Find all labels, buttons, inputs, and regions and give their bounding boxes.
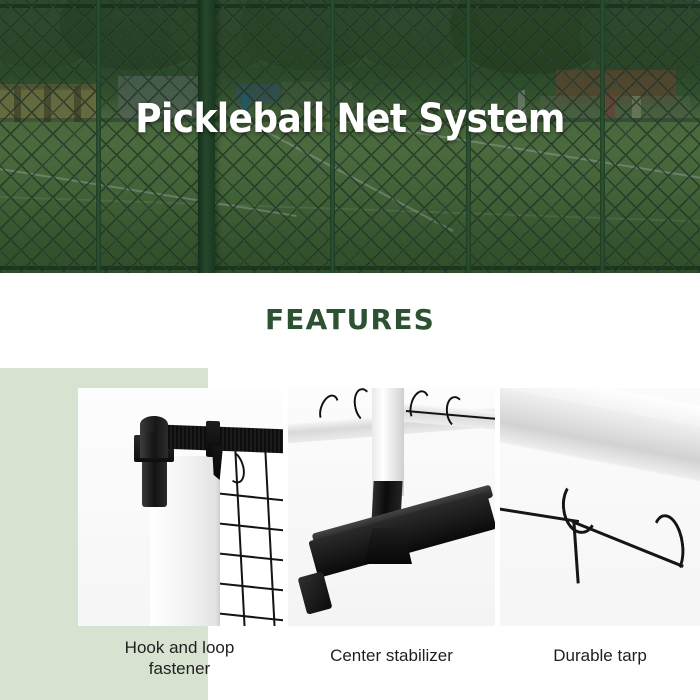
post-cap-icon	[140, 416, 168, 433]
feature-caption-durable-tarp: Durable tarp	[553, 646, 647, 665]
strap-tail	[212, 446, 223, 480]
page-title: Pickleball Net System	[135, 96, 565, 142]
net-mesh-area	[220, 448, 283, 626]
fence-post-main	[198, 0, 215, 273]
caption-line-1: Hook and loop	[124, 638, 235, 657]
post-lower	[142, 460, 167, 507]
hero-banner: Pickleball Net System	[0, 0, 700, 273]
feature-image-hook-and-loop-fastener	[78, 388, 283, 626]
feature-image-center-stabilizer	[288, 388, 495, 626]
stabilizer-joint	[364, 528, 412, 564]
chain-link-highlight	[0, 0, 700, 273]
net-tape-edge	[214, 450, 220, 626]
features-heading: FEATURES	[264, 303, 436, 336]
feature-image-durable-tarp	[500, 388, 700, 626]
velcro-strap	[166, 424, 283, 454]
feature-caption-hook-and-loop-fastener: Hook and loop fastener	[52, 637, 307, 679]
chain-link-mesh	[0, 0, 700, 273]
features-band	[0, 273, 700, 368]
net-post-upper	[372, 388, 404, 496]
caption-line-2: fastener	[148, 659, 211, 678]
feature-caption-center-stabilizer: Center stabilizer	[330, 646, 453, 665]
